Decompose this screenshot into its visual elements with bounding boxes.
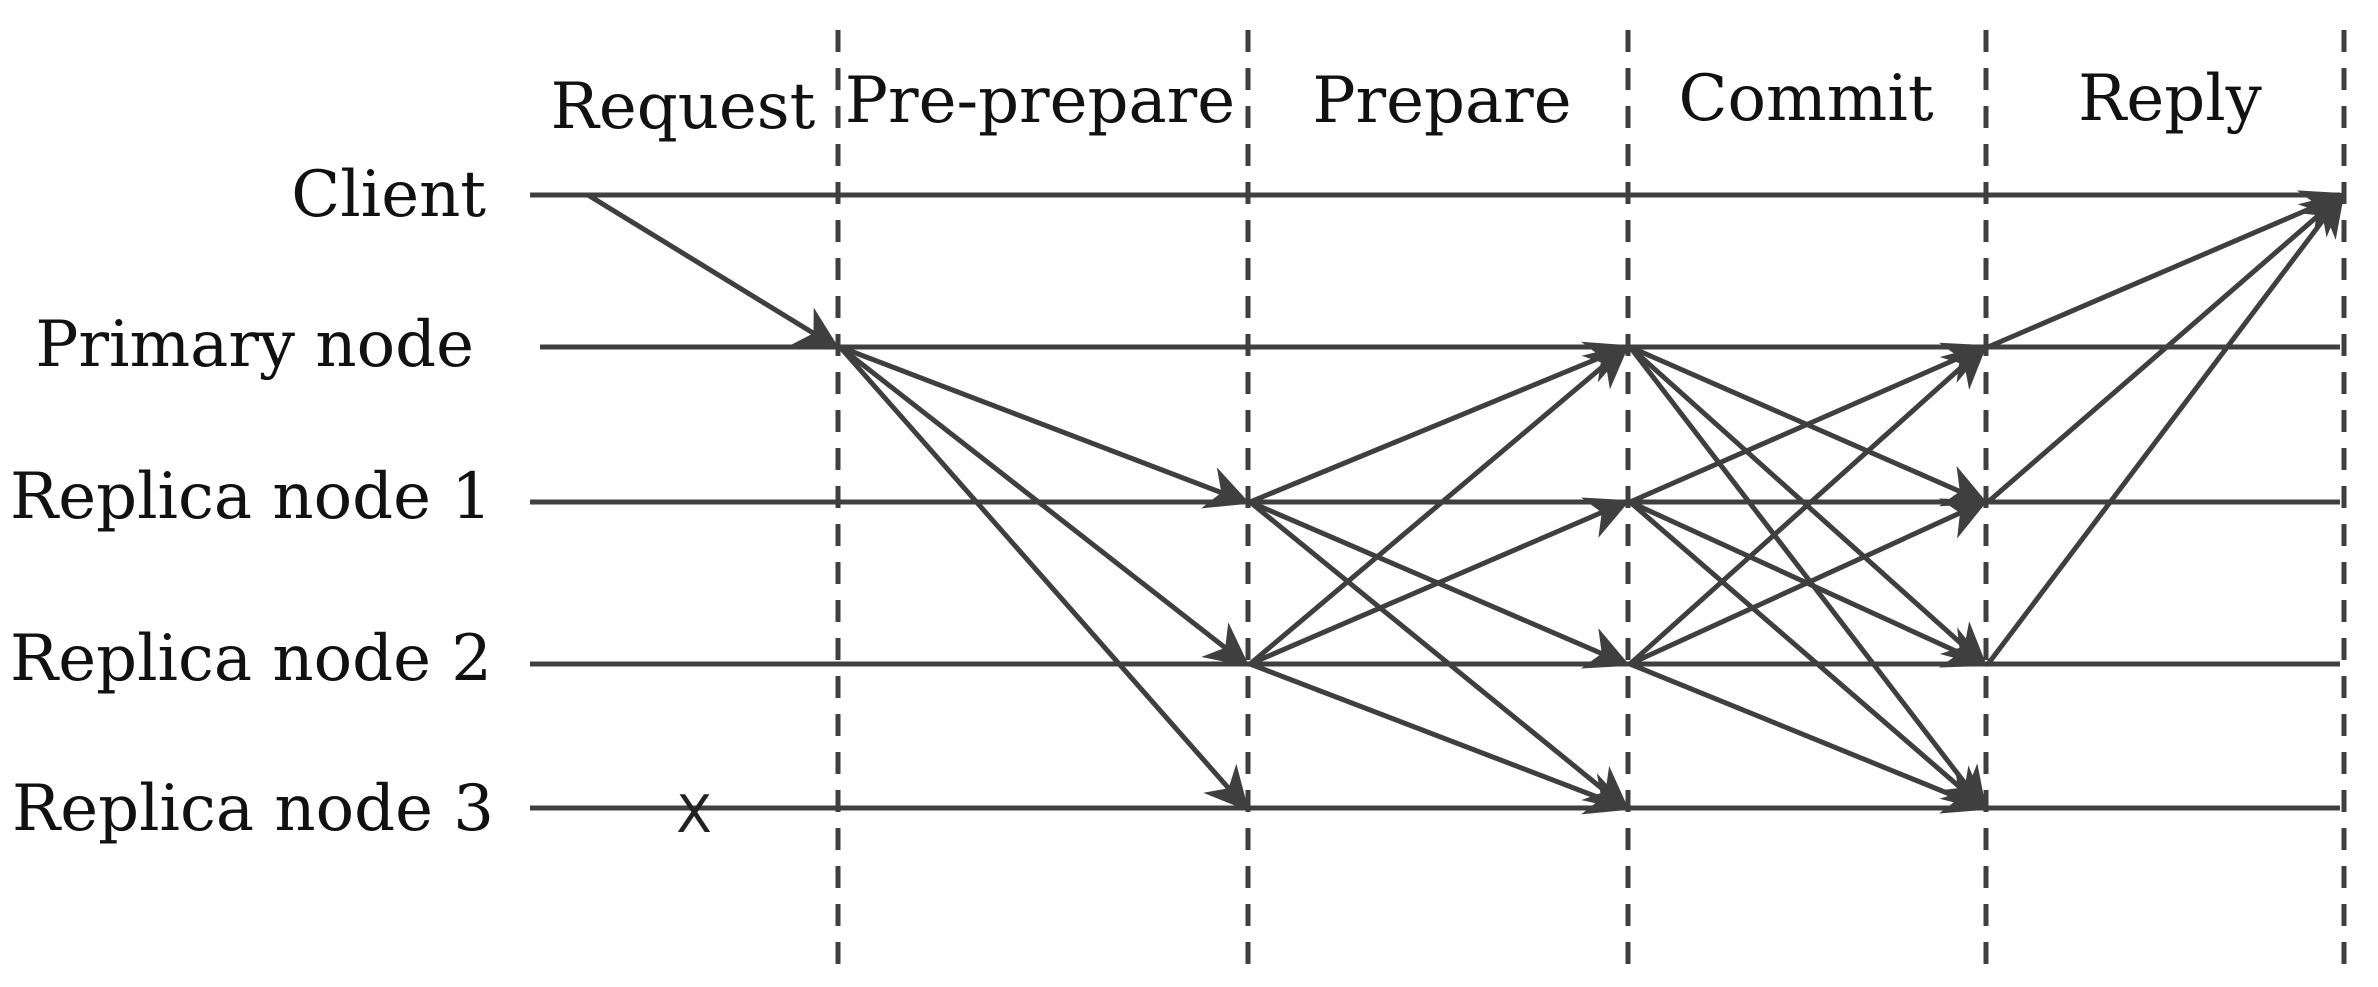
message-arrow-2: [838, 345, 1250, 667]
message-arrow-13: [1628, 342, 1989, 505]
phase-headers: Request Pre-prepare Prepare Commit Reply: [551, 62, 2262, 144]
message-arrow-1: [839, 344, 1251, 509]
fault-x-icon: X: [676, 785, 712, 845]
phase-label-prepare: Prepare: [1312, 64, 1571, 138]
node-label-replica-3: Replica node 3: [12, 772, 494, 846]
node-label-client: Client: [291, 158, 486, 232]
message-arrow-21: [1986, 191, 2345, 666]
phase-label-request: Request: [551, 70, 816, 144]
message-arrow-7: [1248, 344, 1630, 666]
message-arrow-17: [1628, 498, 1989, 667]
message-arrow-4: [1249, 341, 1631, 505]
message-arrow-8: [1249, 497, 1631, 667]
node-label-replica-1: Replica node 1: [10, 460, 492, 534]
phase-dividers: [835, 30, 2347, 980]
message-arrow-18: [1629, 661, 1989, 814]
node-label-replica-2: Replica node 2: [10, 622, 492, 696]
phase-label-reply: Reply: [2078, 62, 2262, 136]
lifelines: [530, 192, 2340, 811]
message-arrow-6: [1248, 500, 1630, 811]
message-arrows: [586, 190, 2347, 815]
message-arrow-20: [1986, 192, 2346, 504]
node-labels: Client Primary node Replica node 1 Repli…: [10, 158, 494, 846]
message-arrow-16: [1628, 344, 1988, 666]
phase-label-pre-prepare: Pre-prepare: [845, 64, 1235, 138]
message-arrow-0: [586, 192, 840, 350]
message-arrow-3: [838, 345, 1249, 812]
message-arrow-19: [1987, 190, 2347, 350]
message-arrow-9: [1249, 661, 1631, 815]
phase-label-commit: Commit: [1678, 62, 1933, 136]
message-arrow-15: [1628, 500, 1988, 811]
message-arrow-12: [1628, 345, 1987, 812]
node-label-primary: Primary node: [35, 308, 474, 382]
